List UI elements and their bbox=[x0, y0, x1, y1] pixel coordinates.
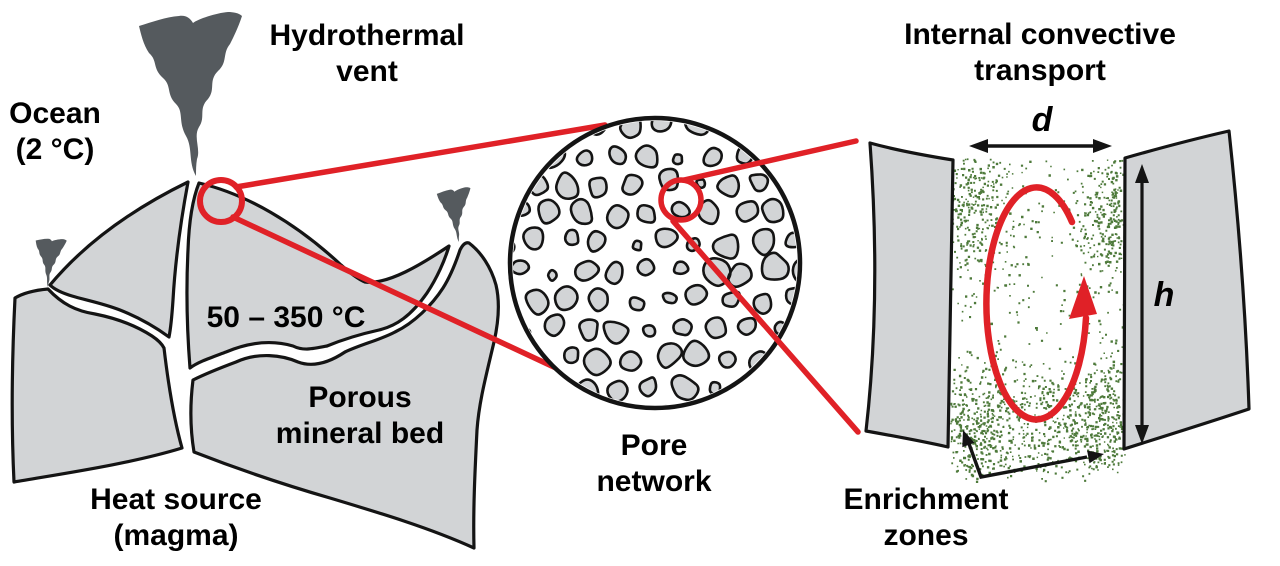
magnifier-line-upper bbox=[233, 122, 608, 190]
pore-height-symbol: h bbox=[1153, 276, 1175, 314]
title-line1: Internal convective bbox=[904, 18, 1176, 51]
heat-source-label: Heat source (magma) bbox=[90, 482, 262, 554]
enrichment-pointer-arrows bbox=[962, 430, 1104, 479]
heat-label-line2: (magma) bbox=[113, 519, 239, 552]
heat-label-line1: Heat source bbox=[90, 483, 262, 516]
hydrothermal-vent-label: Hydrothermal vent bbox=[269, 18, 464, 90]
bed-label-line2: mineral bed bbox=[275, 417, 445, 450]
magnifier-line-lower-right bbox=[670, 218, 861, 435]
vent-label-line1: Hydrothermal bbox=[269, 19, 465, 52]
bed-label-line1: Porous bbox=[308, 381, 412, 414]
porous-mineral-bed-label: Porous mineral bed bbox=[276, 380, 444, 452]
pore-network-circle bbox=[507, 115, 803, 411]
rock-slab-left bbox=[864, 141, 955, 449]
pointer-arrowhead-left-icon bbox=[962, 430, 975, 448]
vent-label-line2: vent bbox=[336, 55, 398, 88]
pore-width-arrow bbox=[969, 139, 1112, 153]
magnifier-line-upper-right bbox=[681, 138, 859, 183]
enrichment-label-line2: zones bbox=[883, 519, 969, 552]
convection-arrowhead-icon bbox=[1069, 276, 1097, 319]
pore-network-panel bbox=[507, 115, 803, 411]
pore-network-label-line1: Pore bbox=[620, 429, 688, 462]
magnifier-circle-pore bbox=[658, 177, 704, 223]
pore-width-symbol: d bbox=[1031, 101, 1053, 139]
ocean-label-line2: (2 °C) bbox=[15, 133, 95, 166]
internal-convective-title: Internal convective transport bbox=[904, 17, 1176, 89]
rock-slab-right bbox=[1122, 129, 1251, 451]
enrichment-dots bbox=[950, 158, 1130, 483]
ocean-label: Ocean (2 °C) bbox=[9, 96, 101, 168]
arrowhead-right-icon bbox=[1093, 139, 1112, 153]
arrowhead-down-icon bbox=[1135, 425, 1149, 444]
rock-lobe-lower bbox=[189, 241, 501, 550]
pore-height-arrow bbox=[1135, 164, 1149, 444]
rock-lobe-left-block bbox=[10, 287, 184, 484]
title-line2: transport bbox=[974, 54, 1106, 87]
magnifier-line-lower bbox=[230, 214, 591, 386]
temperature-range-label: 50 – 350 °C bbox=[206, 301, 366, 334]
pore-network-label-line2: network bbox=[596, 465, 712, 498]
enrichment-zones-label: Enrichment zones bbox=[843, 482, 1008, 554]
pore-network-label: Pore network bbox=[596, 428, 711, 500]
arrowhead-left-icon bbox=[969, 139, 988, 153]
vent-field-panel bbox=[10, 12, 501, 550]
smoke-plume-icon bbox=[139, 12, 242, 176]
pointer-arrowhead-right-icon bbox=[1087, 450, 1104, 464]
pore-detail-panel bbox=[864, 129, 1251, 483]
ocean-label-line1: Ocean bbox=[9, 97, 101, 130]
enrichment-label-line1: Enrichment bbox=[843, 483, 1009, 516]
smoke-plume-small-right-icon bbox=[436, 186, 475, 244]
magnifier-circle-vent bbox=[197, 177, 245, 225]
rock-lobe-dome bbox=[48, 180, 190, 339]
arrowhead-up-icon bbox=[1135, 164, 1149, 183]
convection-arrow bbox=[983, 184, 1097, 423]
